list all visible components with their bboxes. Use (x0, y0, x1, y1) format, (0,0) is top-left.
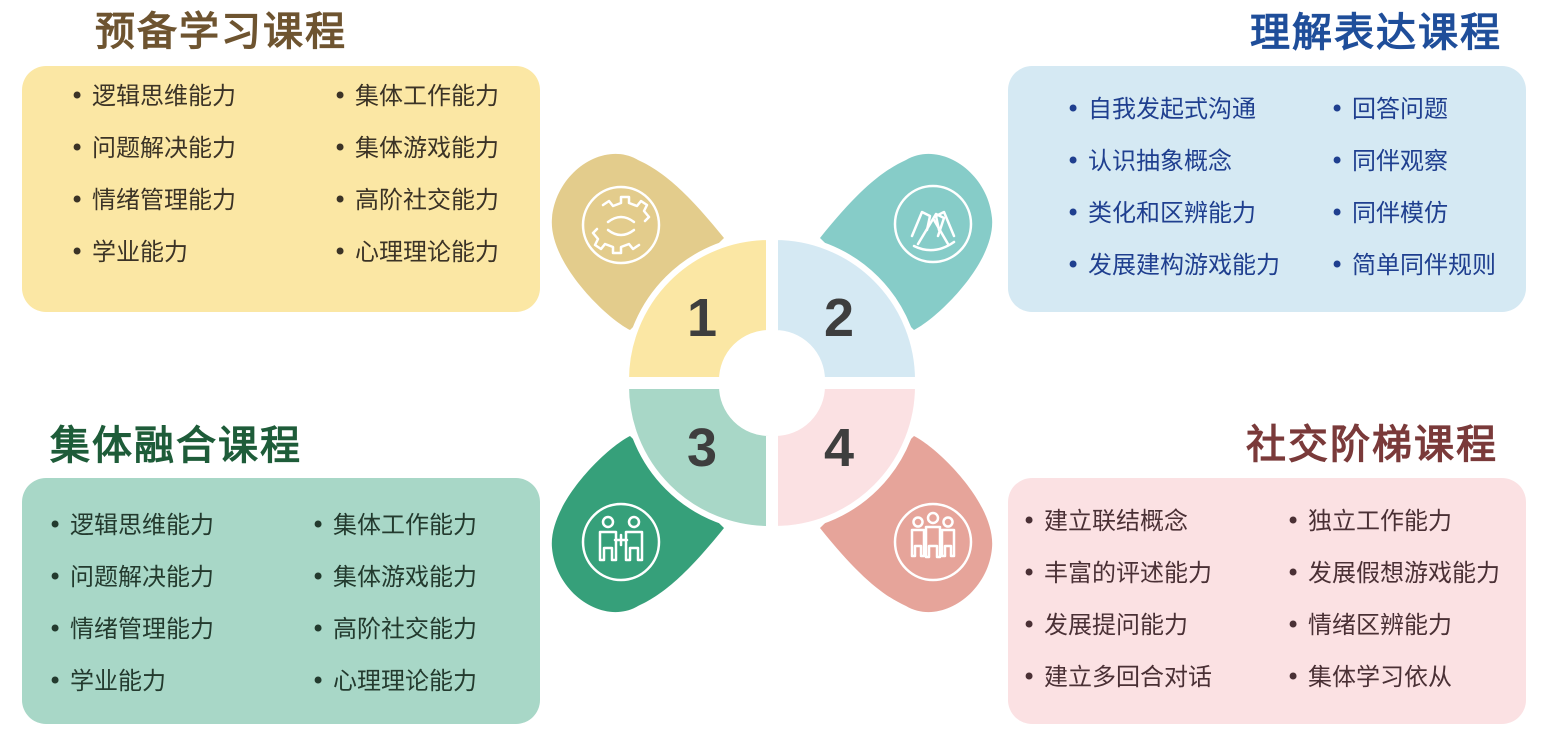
list-item: •集体学习依从 (1286, 663, 1452, 691)
list-item: •逻辑思维能力 (70, 82, 236, 110)
list-item: •认识抽象概念 (1066, 147, 1232, 175)
quadrant-1-number: 1 (687, 288, 717, 348)
center-hole (728, 339, 816, 427)
quadrant-3 (622, 383, 772, 533)
list-item: •自我发起式沟通 (1066, 95, 1256, 123)
list-item: •简单同伴规则 (1330, 251, 1496, 279)
module-4-title: 社交阶梯课程 (1246, 422, 1498, 468)
list-item: •心理理论能力 (333, 238, 499, 266)
module-2-title: 理解表达课程 (1250, 10, 1502, 56)
module-2-panel: •自我发起式沟通 •认识抽象概念 •类化和区辨能力 •发展建构游戏能力 •回答问… (1008, 66, 1526, 312)
list-item: •类化和区辨能力 (1066, 199, 1256, 227)
group-people-icon (893, 502, 973, 582)
list-item: •独立工作能力 (1286, 507, 1452, 535)
list-item: •逻辑思维能力 (48, 511, 214, 539)
quadrant-4-number: 4 (824, 418, 854, 478)
puzzle-people-icon (581, 502, 661, 582)
list-item: •问题解决能力 (70, 134, 236, 162)
quadrant-3-number: 3 (687, 418, 717, 478)
list-item: •集体游戏能力 (311, 563, 477, 591)
list-item: •同伴模仿 (1330, 199, 1448, 227)
list-item: •情绪管理能力 (70, 186, 236, 214)
module-3-panel: •逻辑思维能力 •问题解决能力 •情绪管理能力 •学业能力 •集体工作能力 •集… (22, 478, 540, 724)
petal-2 (820, 153, 993, 330)
list-item: •高阶社交能力 (333, 186, 499, 214)
petal-4 (820, 436, 993, 613)
list-item: •学业能力 (70, 238, 188, 266)
module-3-title: 集体融合课程 (50, 423, 302, 469)
central-diagram: 1 2 3 4 (551, 153, 993, 613)
list-item: •同伴观察 (1330, 147, 1448, 175)
gears-icon (581, 185, 661, 265)
module-4-panel: •建立联结概念 •丰富的评述能力 •发展提问能力 •建立多回合对话 •独立工作能… (1008, 478, 1526, 724)
list-item: •回答问题 (1330, 95, 1448, 123)
quadrant-1 (622, 233, 772, 383)
list-item: •建立多回合对话 (1022, 663, 1212, 691)
list-item: •心理理论能力 (311, 667, 477, 695)
quadrant-2-number: 2 (824, 288, 854, 348)
list-item: •问题解决能力 (48, 563, 214, 591)
module-1-title: 预备学习课程 (95, 9, 347, 55)
list-item: •发展假想游戏能力 (1286, 559, 1500, 587)
quadrant-2 (772, 233, 922, 383)
quadrant-4 (772, 383, 922, 533)
module-1-panel: •逻辑思维能力 •问题解决能力 •情绪管理能力 •学业能力 •集体工作能力 •集… (22, 66, 540, 312)
list-item: •发展建构游戏能力 (1066, 251, 1280, 279)
list-item: •集体工作能力 (333, 82, 499, 110)
list-item: •发展提问能力 (1022, 611, 1188, 639)
list-item: •学业能力 (48, 667, 166, 695)
list-item: •集体游戏能力 (333, 134, 499, 162)
list-item: •情绪管理能力 (48, 615, 214, 643)
list-item: •集体工作能力 (311, 511, 477, 539)
list-item: •情绪区辨能力 (1286, 611, 1452, 639)
list-item: •高阶社交能力 (311, 615, 477, 643)
list-item: •丰富的评述能力 (1022, 559, 1212, 587)
handshake-icon (893, 184, 973, 264)
list-item: •建立联结概念 (1022, 507, 1188, 535)
